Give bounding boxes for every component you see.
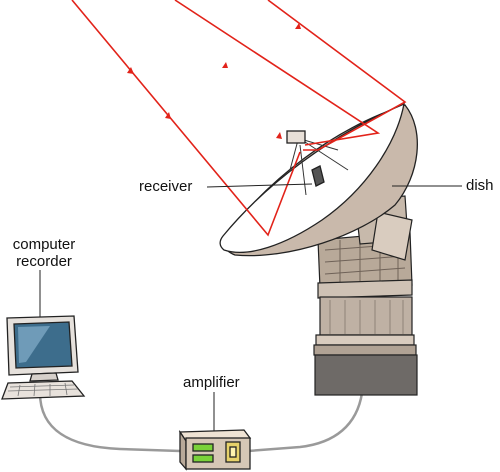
radio-wave-rays bbox=[71, 0, 407, 237]
amplifier-display bbox=[192, 443, 214, 452]
dish-label: dish bbox=[466, 177, 494, 194]
cable-amplifier-to-telescope bbox=[247, 392, 364, 453]
ray-2 bbox=[174, 0, 381, 146]
computer-label-line2: recorder bbox=[16, 253, 72, 270]
dish bbox=[219, 102, 418, 257]
computer bbox=[1, 315, 86, 400]
cable-computer-to-amplifier bbox=[38, 392, 181, 453]
telescope-mount bbox=[313, 195, 418, 396]
ray-1 bbox=[71, 0, 301, 237]
receiver-label: receiver bbox=[139, 178, 193, 195]
receiver-leader bbox=[206, 183, 313, 188]
amplifier-label: amplifier bbox=[183, 374, 240, 391]
ray-arrows bbox=[127, 23, 301, 139]
computer-recorder-label: computer recorder bbox=[4, 236, 84, 270]
computer-label-line1: computer bbox=[12, 236, 76, 253]
ray-3 bbox=[267, 0, 407, 151]
amplifier bbox=[178, 429, 252, 471]
